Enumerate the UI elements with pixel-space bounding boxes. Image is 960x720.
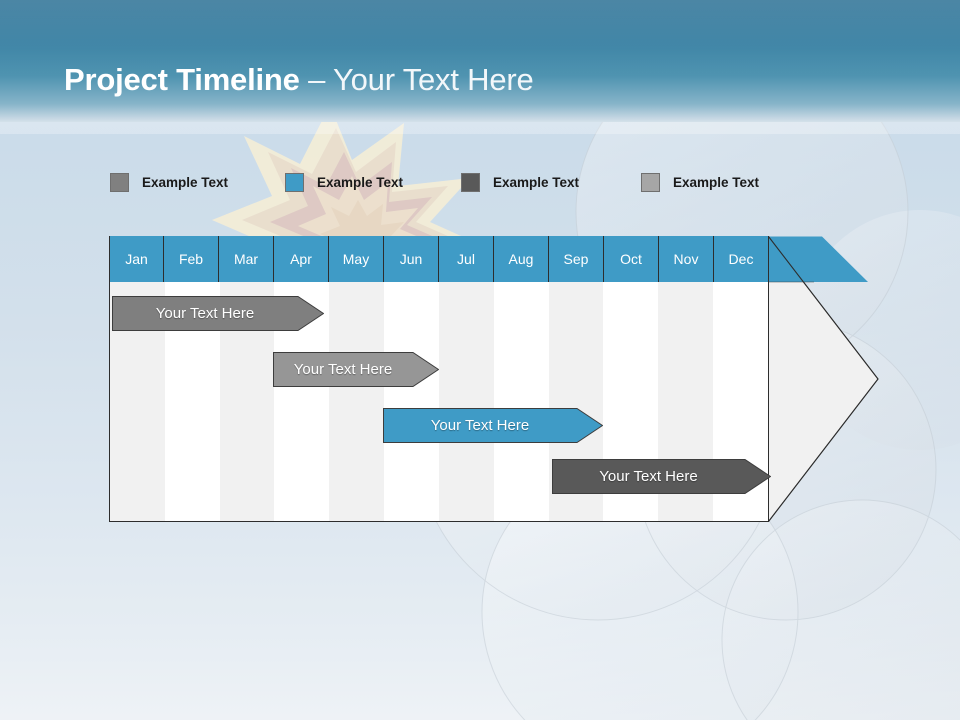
legend-label-0: Example Text xyxy=(142,174,229,190)
task-bar-label-0: Your Text Here xyxy=(155,305,255,322)
task-bar-3[interactable]: Your Text Here xyxy=(552,459,771,494)
column-stripe-aug xyxy=(493,282,549,521)
column-stripe-jul xyxy=(438,282,494,521)
month-cell-oct[interactable]: Oct xyxy=(604,236,659,282)
month-cell-jun[interactable]: Jun xyxy=(384,236,439,282)
legend-item-1: Example Text xyxy=(285,170,403,194)
legend-label-1: Example Text xyxy=(317,174,404,190)
month-cell-sep[interactable]: Sep xyxy=(549,236,604,282)
legend-item-2: Example Text xyxy=(461,170,579,194)
legend-item-3: Example Text xyxy=(641,170,759,194)
task-bar-label-1: Your Text Here xyxy=(293,361,393,378)
legend-label-2: Example Text xyxy=(493,174,580,190)
month-cell-nov[interactable]: Nov xyxy=(659,236,714,282)
page-title: Project Timeline – Your Text Here xyxy=(64,60,534,100)
month-cell-jan[interactable]: Jan xyxy=(109,236,164,282)
legend-swatch-icon-2 xyxy=(461,172,480,192)
task-bar-2[interactable]: Your Text Here xyxy=(383,408,603,443)
header-band xyxy=(0,0,960,122)
page-title-light: Your Text Here xyxy=(333,62,534,97)
task-bar-label-3: Your Text Here xyxy=(599,468,698,485)
legend-label-3: Example Text xyxy=(673,174,760,190)
legend-swatch-icon-0 xyxy=(110,172,129,192)
legend-swatch-icon-3 xyxy=(641,172,660,192)
legend: Example Text Example Text Example Text Exam… xyxy=(110,170,830,194)
timeline-arrow-head xyxy=(768,235,879,523)
task-bar-1[interactable]: Your Text Here xyxy=(273,352,439,387)
column-stripe-may xyxy=(329,282,385,521)
task-bar-label-2: Your Text Here xyxy=(430,417,530,434)
legend-item-0: Example Text xyxy=(110,170,228,194)
column-stripe-jun xyxy=(384,282,439,521)
month-cell-mar[interactable]: Mar xyxy=(219,236,274,282)
month-cell-may[interactable]: May xyxy=(329,236,384,282)
legend-swatch-icon-1 xyxy=(285,172,304,192)
month-cell-aug[interactable]: Aug xyxy=(494,236,549,282)
page-title-strong: Project Timeline xyxy=(64,62,300,97)
month-cell-feb[interactable]: Feb xyxy=(164,236,219,282)
month-cell-apr[interactable]: Apr xyxy=(274,236,329,282)
month-cell-dec[interactable]: Dec xyxy=(714,236,769,282)
task-bar-0[interactable]: Your Text Here xyxy=(112,296,324,331)
header-sheen xyxy=(0,0,960,122)
page-title-separator: – xyxy=(299,62,334,97)
month-cell-jul[interactable]: Jul xyxy=(439,236,494,282)
